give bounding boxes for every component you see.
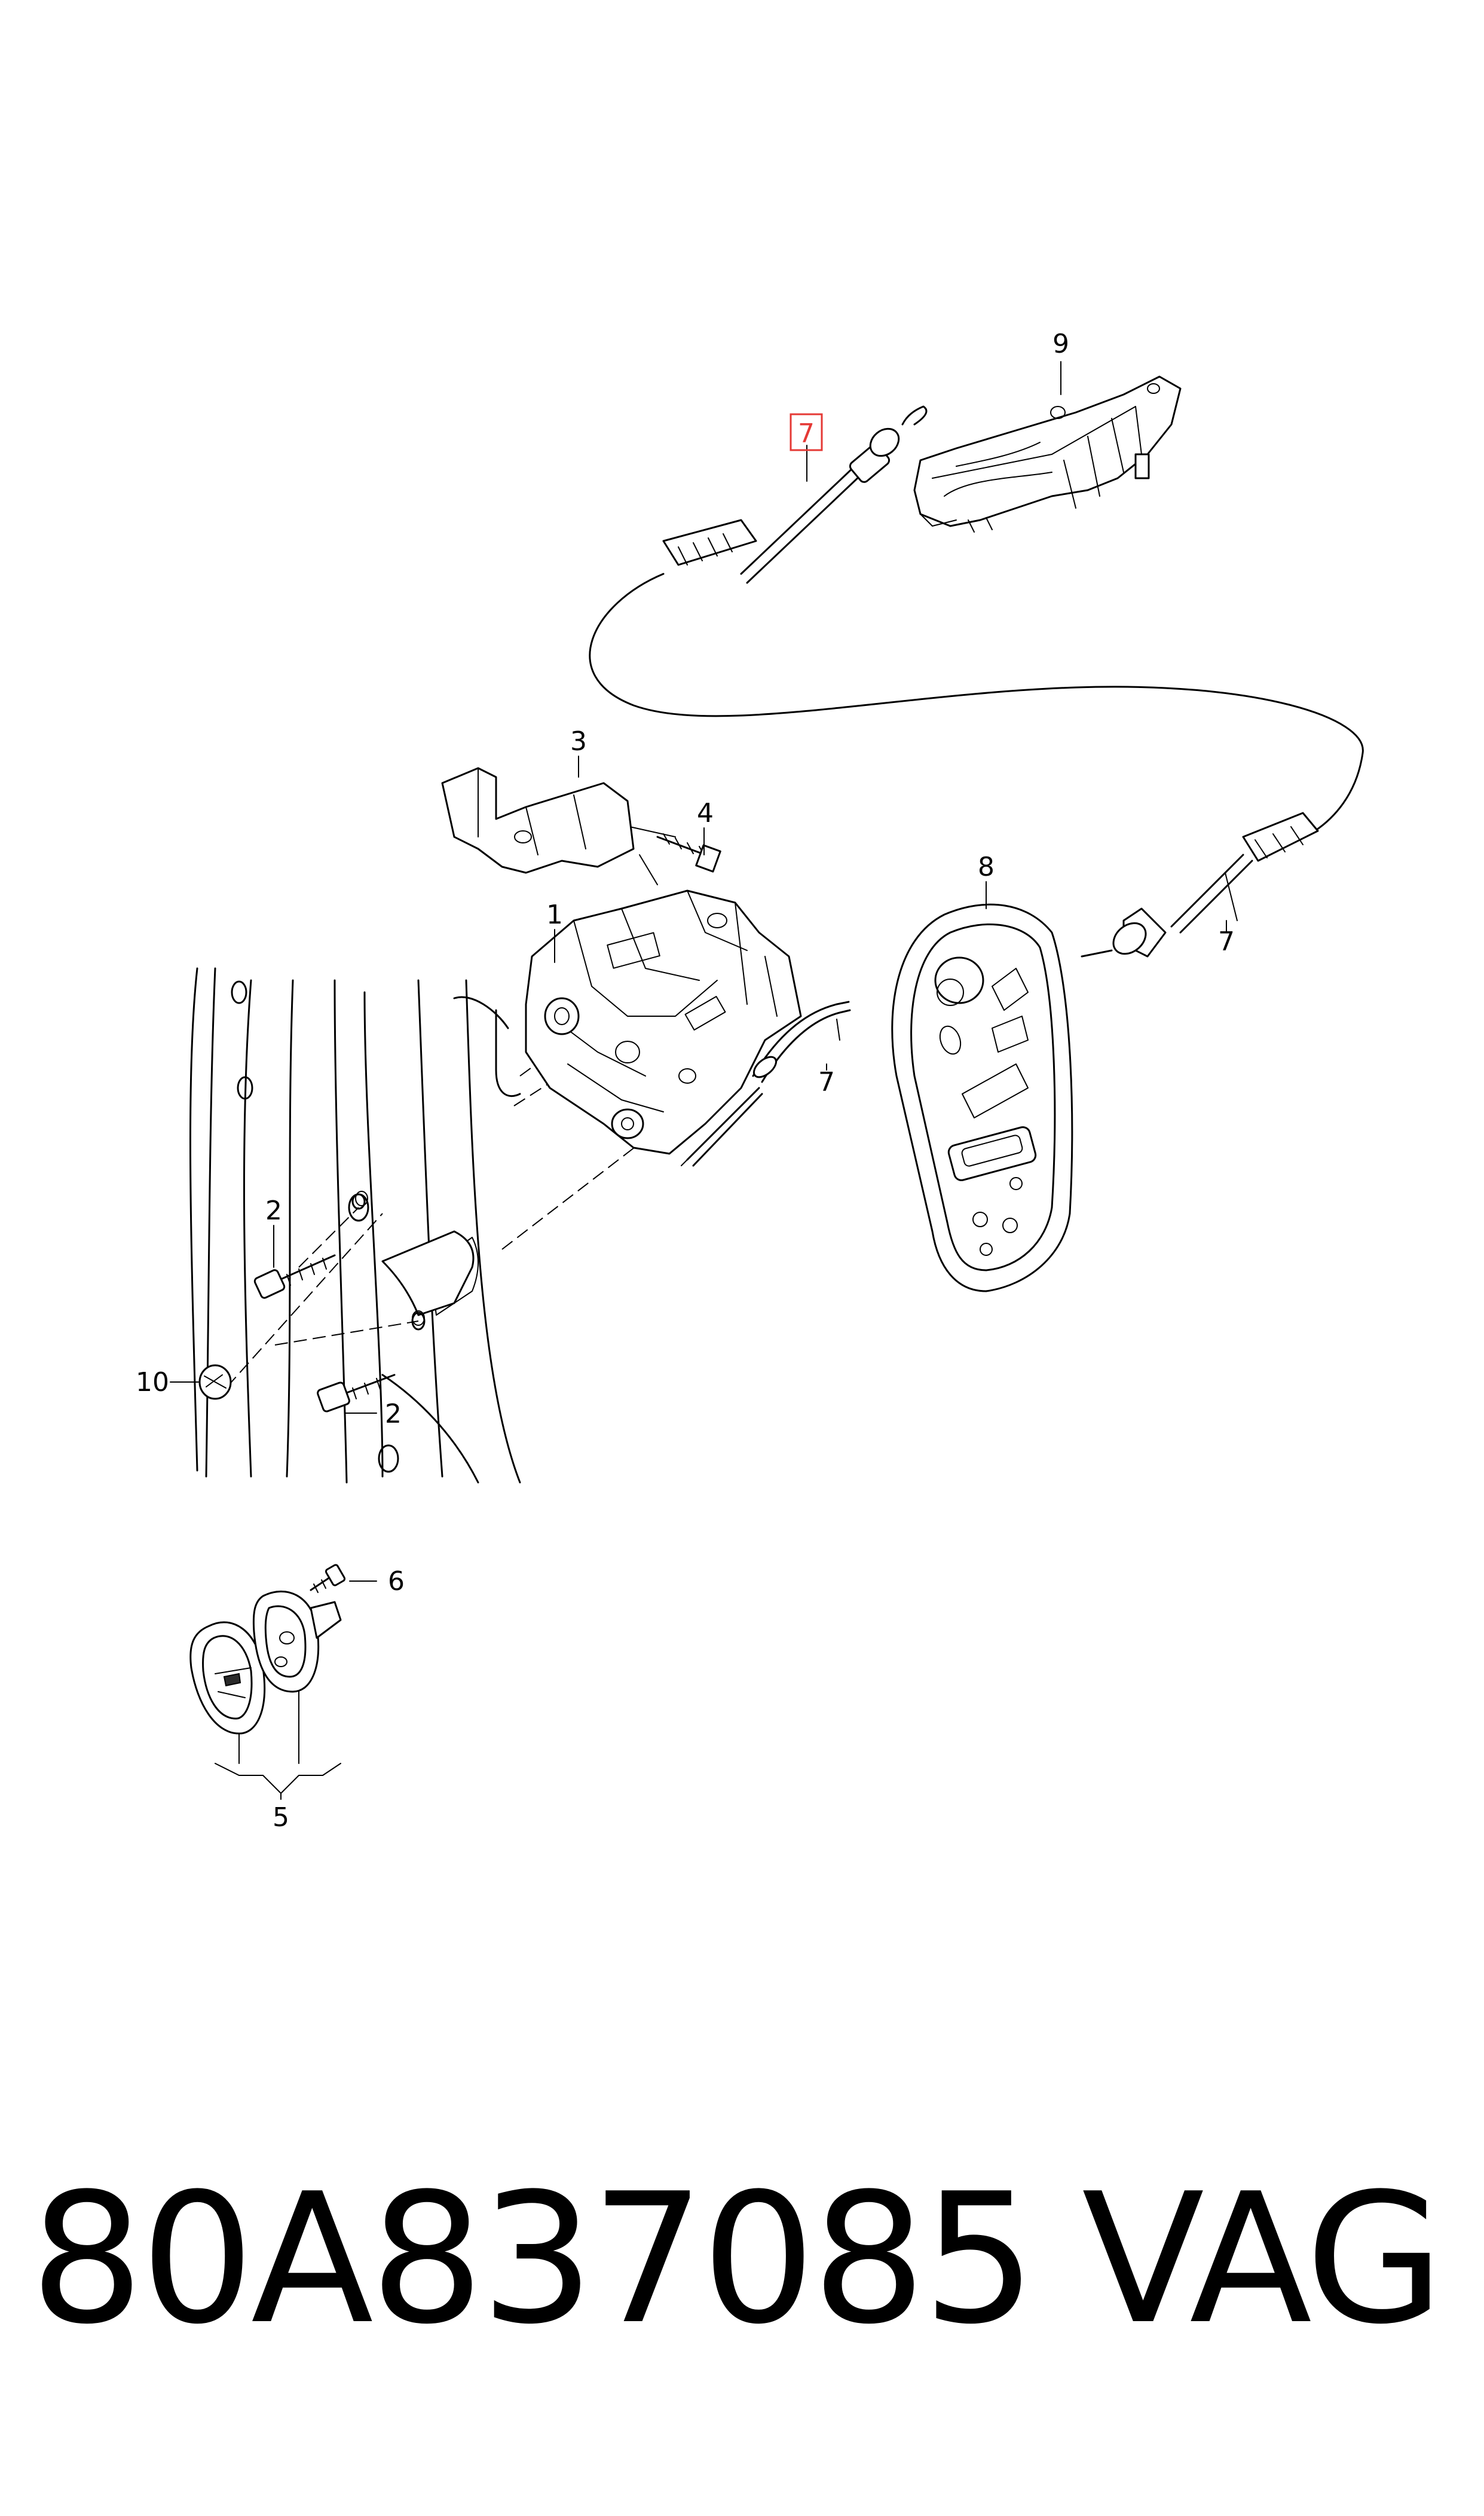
callout-10: 10 [136, 1367, 169, 1398]
part-2-screw-lower [317, 1310, 425, 1413]
part-7-cable-long [589, 405, 1364, 958]
part-4-screw [656, 833, 721, 873]
callout-leaders [170, 361, 1227, 1800]
callout-5: 5 [273, 1802, 289, 1833]
part-9-handle [913, 375, 1182, 533]
part-8-bezel [891, 903, 1073, 1292]
lock-rod [681, 1087, 763, 1167]
callout-6: 6 [388, 1566, 405, 1597]
part-2-screw-upper [253, 1191, 368, 1299]
part-number: 80A837085 [30, 2155, 1036, 2364]
part-3-cover [441, 767, 635, 874]
callout-2-upper: 2 [265, 1196, 282, 1226]
callout-4: 4 [697, 798, 714, 829]
callout-9: 9 [1052, 329, 1069, 359]
callout-7-top: 7 [798, 418, 815, 449]
callout-8: 8 [978, 852, 995, 882]
door-frame [189, 967, 521, 1484]
part-1-lock [525, 889, 802, 1155]
part-5-striker [189, 1590, 342, 1764]
highlight-box [790, 413, 823, 451]
callout-3: 3 [570, 726, 587, 757]
brand-label: VAG [1082, 2155, 1444, 2364]
callout-2-lower: 2 [385, 1399, 402, 1429]
callout-7-mid: 7 [818, 1067, 835, 1097]
callout-1: 1 [546, 900, 563, 930]
part-7-cable-mid [752, 1001, 851, 1083]
part-6-screw [310, 1564, 346, 1593]
callout-7-right: 7 [1218, 927, 1235, 957]
callout-labels: 7 9 3 4 1 8 7 7 2 10 2 6 5 [136, 329, 1235, 1833]
part-10-plug [198, 1364, 232, 1400]
